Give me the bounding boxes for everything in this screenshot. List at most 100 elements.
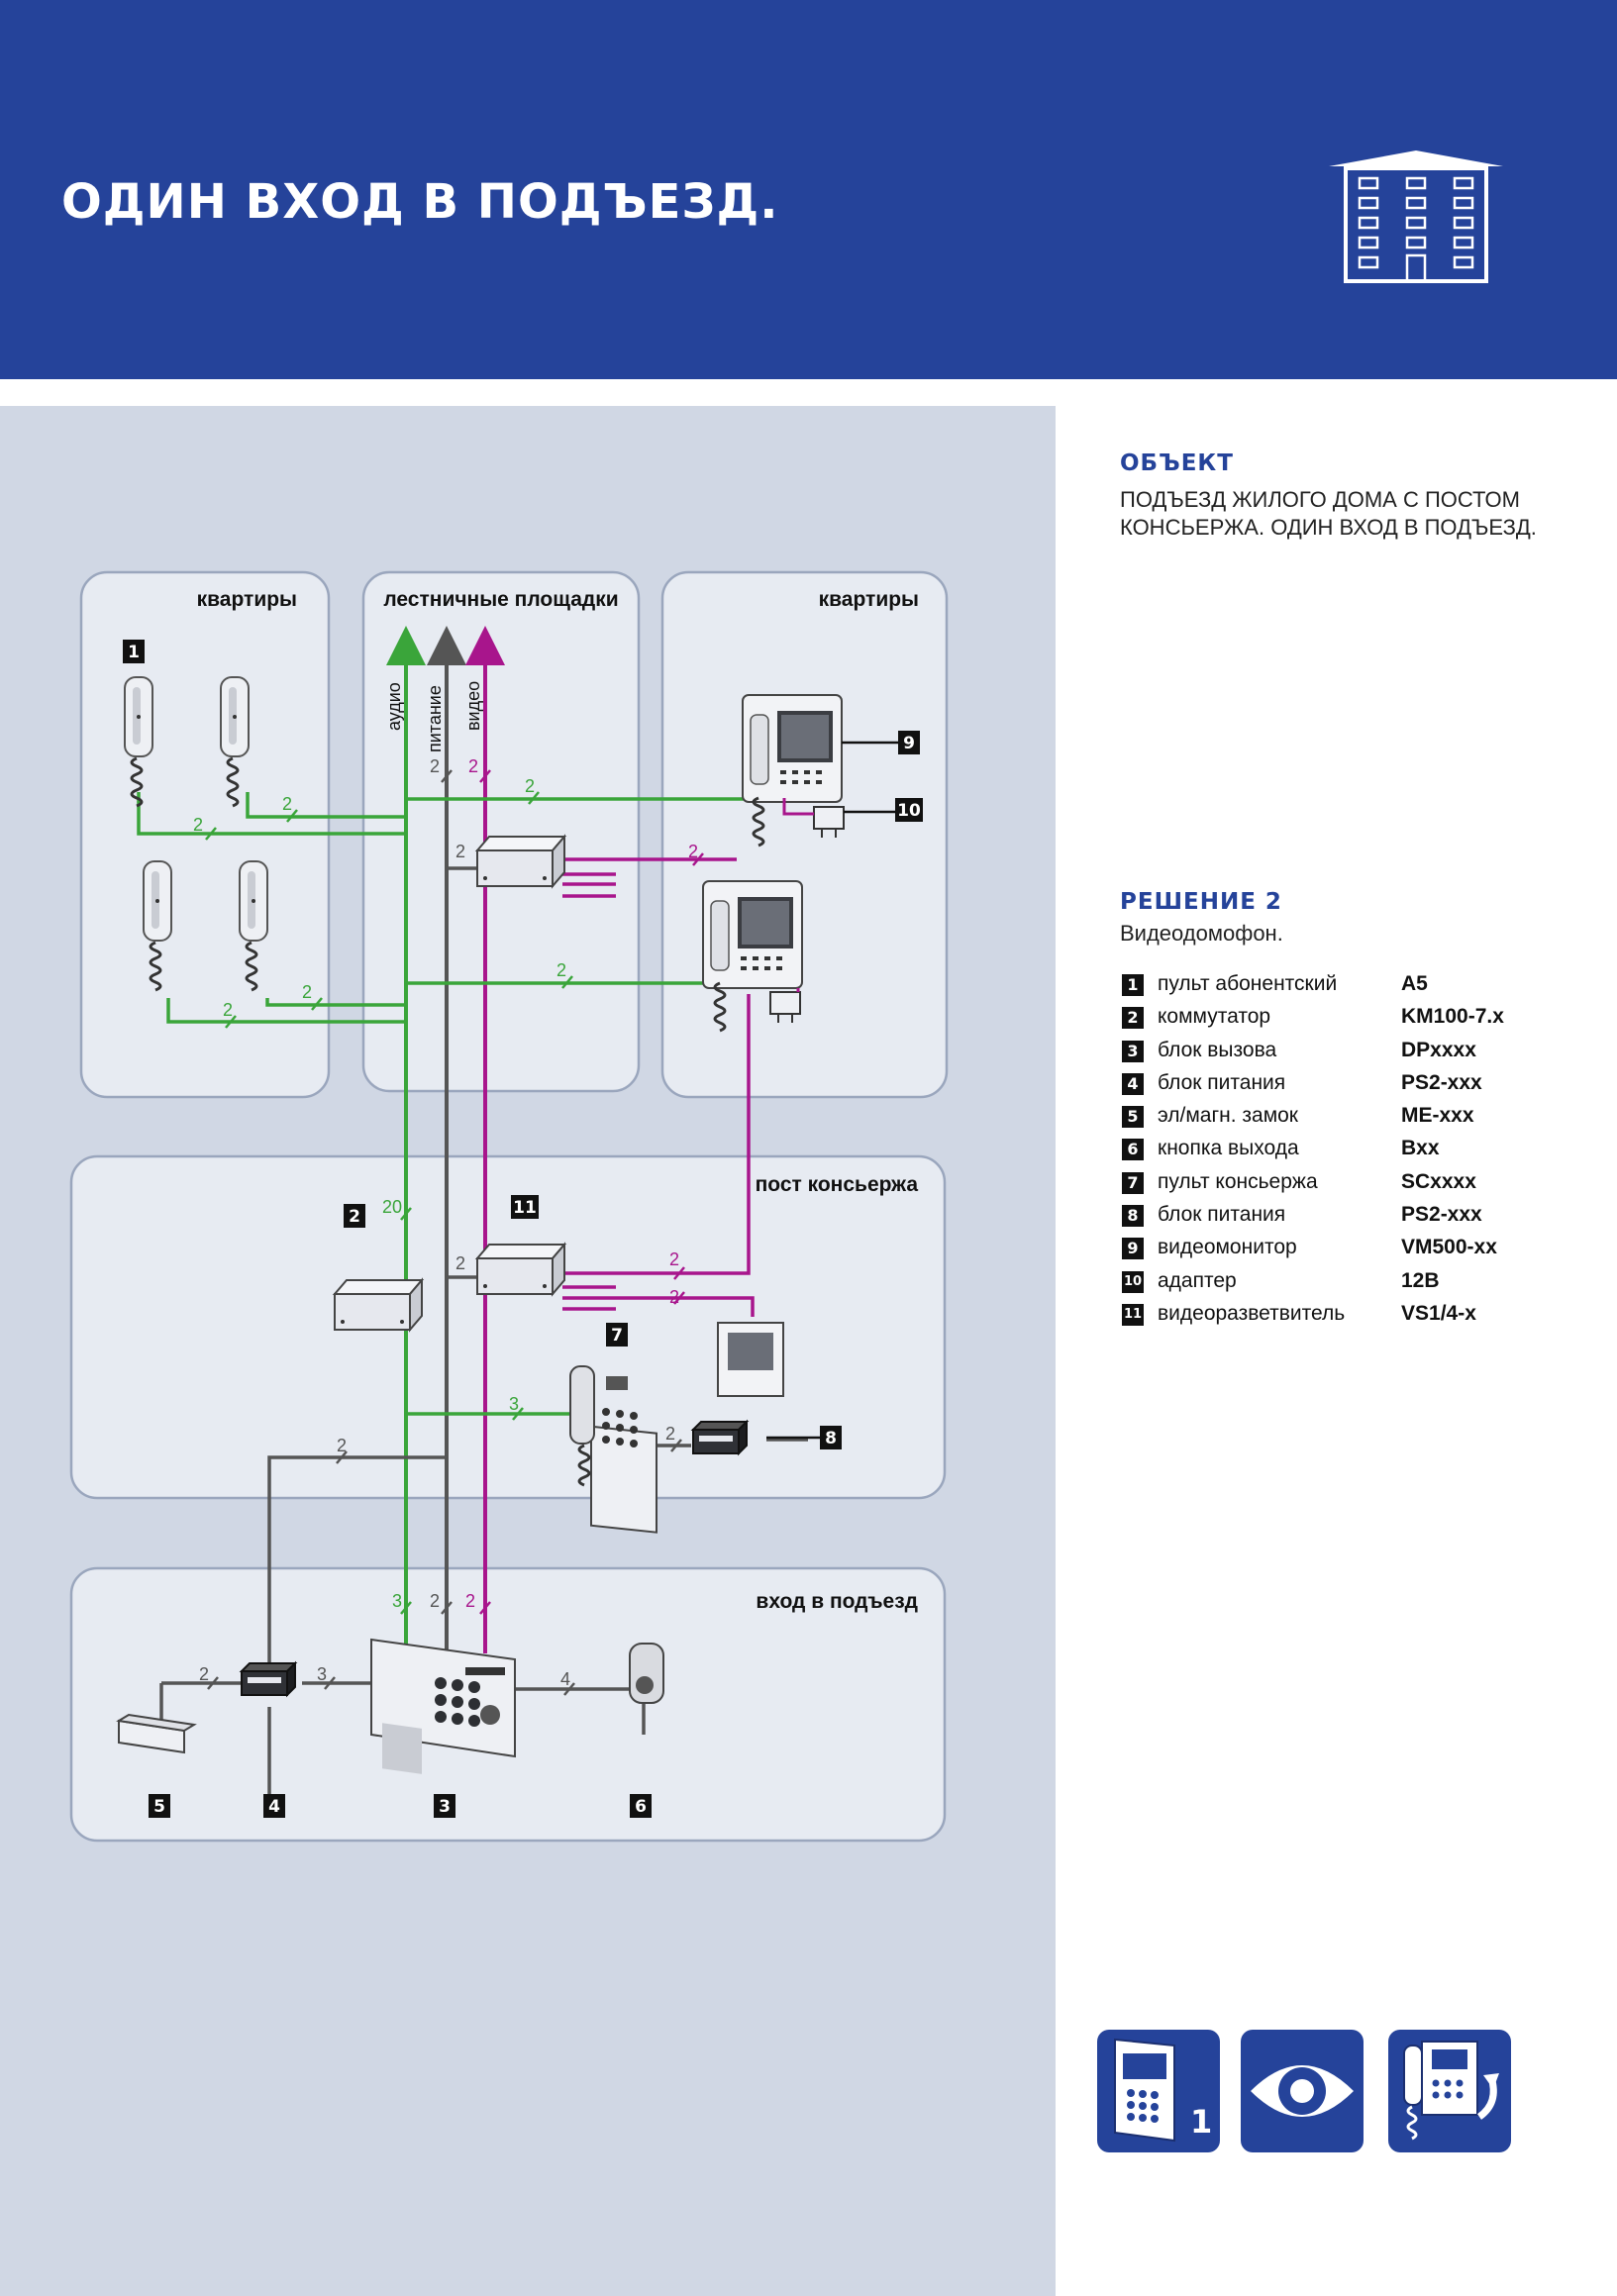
count-label: 2 [688, 842, 698, 861]
zone-label-apartments-right: квартиры [819, 588, 919, 611]
legend-number: 10 [1122, 1270, 1144, 1293]
legend-row: 2 коммутатор KM100-7.x [1120, 1003, 1575, 1036]
eye-icon [1241, 2030, 1364, 2152]
object-section: ОБЪЕКТ Подъезд жилого дома с постом конс… [1120, 450, 1575, 542]
zone-label-entrance: вход в подъезд [756, 1590, 918, 1613]
count-label: 2 [337, 1436, 347, 1455]
count-label: 2 [669, 1287, 679, 1307]
legend-number: 1 [1122, 974, 1144, 996]
concierge-console-icon [1388, 2030, 1511, 2152]
object-title: ОБЪЕКТ [1120, 450, 1234, 476]
legend-model: 12В [1401, 1268, 1440, 1292]
legend-name: кнопка выхода [1158, 1137, 1299, 1160]
count-label: 3 [509, 1394, 519, 1414]
bus-label-power: питание [425, 685, 445, 752]
count-label: 4 [560, 1669, 570, 1689]
legend-name: блок питания [1158, 1070, 1286, 1094]
legend-name: адаптер [1158, 1268, 1237, 1292]
legend-row: 11 видеоразветвитель VS1/4-x [1120, 1300, 1575, 1333]
count-label: 2 [455, 842, 465, 861]
marker-5: 5 [153, 1797, 165, 1817]
legend-row: 5 эл/магн. замок ME-xxx [1120, 1102, 1575, 1135]
count-label: 2 [465, 1591, 475, 1611]
concierge-console [569, 1365, 657, 1534]
monitor-handset-cord [713, 796, 765, 1033]
count-label: 2 [199, 1664, 209, 1684]
marker-4: 4 [268, 1797, 280, 1817]
legend-row: 1 пульт абонентский A5 [1120, 970, 1575, 1003]
bus-label-video: видео [463, 681, 483, 731]
power-adapter [769, 806, 845, 1023]
power-supply [241, 1662, 296, 1696]
legend-number: 5 [1122, 1106, 1144, 1129]
legend-row: 4 блок питания PS2-xxx [1120, 1069, 1575, 1102]
legend-name: видеомонитор [1158, 1236, 1297, 1259]
call-panel-icon: 1 [1097, 2030, 1220, 2152]
count-label: 2 [430, 1591, 440, 1611]
marker-9: 9 [903, 734, 915, 753]
legend-row: 8 блок питания PS2-xxx [1120, 1201, 1575, 1234]
legend-model: KM100-7.x [1401, 1005, 1504, 1029]
magnetic-lock [116, 1713, 197, 1754]
video-wiring [477, 857, 755, 1317]
legend-number: 4 [1122, 1072, 1144, 1095]
component-legend: 1 пульт абонентский A5 2 коммутатор KM100-7.… [1120, 970, 1575, 1333]
count-label: 2 [282, 794, 292, 814]
legend-row: 10 адаптер 12В [1120, 1267, 1575, 1300]
legend-name: блок питания [1158, 1203, 1286, 1227]
marker-3: 3 [439, 1797, 451, 1817]
legend-number: 7 [1122, 1171, 1144, 1194]
legend-model: VS1/4-x [1401, 1301, 1476, 1325]
legend-row: 6 кнопка выхода Bxx [1120, 1135, 1575, 1167]
legend-model: PS2-xxx [1401, 1203, 1482, 1227]
legend-model: Bxx [1401, 1137, 1440, 1160]
legend-model: SCxxxx [1401, 1169, 1476, 1193]
count-label: 2 [302, 982, 312, 1002]
marker-7: 7 [611, 1326, 623, 1346]
legend-row: 3 блок вызова DPxxxx [1120, 1037, 1575, 1069]
object-description: Подъезд жилого дома с постом консьержа. … [1120, 487, 1537, 540]
legend-name: видеоразветвитель [1158, 1301, 1346, 1325]
switch-box [334, 1279, 423, 1331]
power-wiring [159, 866, 808, 1794]
count-label: 2 [556, 960, 566, 980]
legend-name: пульт абонентский [1158, 972, 1338, 995]
legend-model: PS2-xxx [1401, 1070, 1482, 1094]
wire-count-ticks [205, 769, 704, 1696]
legend-model: A5 [1401, 972, 1428, 995]
solution-title: РЕШЕНИЕ 2 [1120, 889, 1282, 915]
exit-button [629, 1643, 664, 1704]
video-monitor [702, 880, 803, 989]
count-label: 2 [468, 756, 478, 776]
legend-model: DPxxxx [1401, 1038, 1476, 1061]
page-header: ОДИН ВХОД В ПОДЪЕЗД. [0, 0, 1617, 379]
count-label: 3 [392, 1591, 402, 1611]
marker-8: 8 [825, 1429, 837, 1448]
call-panel-badge: 1 [1190, 2103, 1212, 2141]
marker-10: 10 [897, 801, 921, 821]
legend-name: коммутатор [1158, 1005, 1271, 1029]
legend-model: ME-xxx [1401, 1104, 1474, 1128]
legend-number: 8 [1122, 1205, 1144, 1228]
legend-number: 2 [1122, 1007, 1144, 1030]
legend-number: 3 [1122, 1040, 1144, 1062]
legend-number: 6 [1122, 1139, 1144, 1161]
wiring-diagram: квартиры лестничные площадки квартиры по… [69, 570, 949, 1843]
count-label: 2 [665, 1424, 675, 1444]
legend-number: 11 [1122, 1303, 1144, 1326]
page-title: ОДИН ВХОД В ПОДЪЕЗД. [61, 174, 779, 230]
power-supply [692, 1421, 748, 1454]
solution-subtitle: Видеодомофон. [1120, 921, 1283, 946]
zone-label-stairs: лестничные площадки [383, 588, 618, 611]
marker-2: 2 [349, 1207, 360, 1227]
video-splitter [476, 836, 565, 887]
video-splitter [476, 1244, 565, 1295]
concierge-monitor [717, 1322, 784, 1397]
count-label: 2 [223, 1000, 233, 1020]
count-label: 3 [317, 1664, 327, 1684]
legend-name: эл/магн. замок [1158, 1104, 1298, 1128]
legend-name: блок вызова [1158, 1038, 1277, 1061]
marker-11: 11 [513, 1198, 537, 1218]
